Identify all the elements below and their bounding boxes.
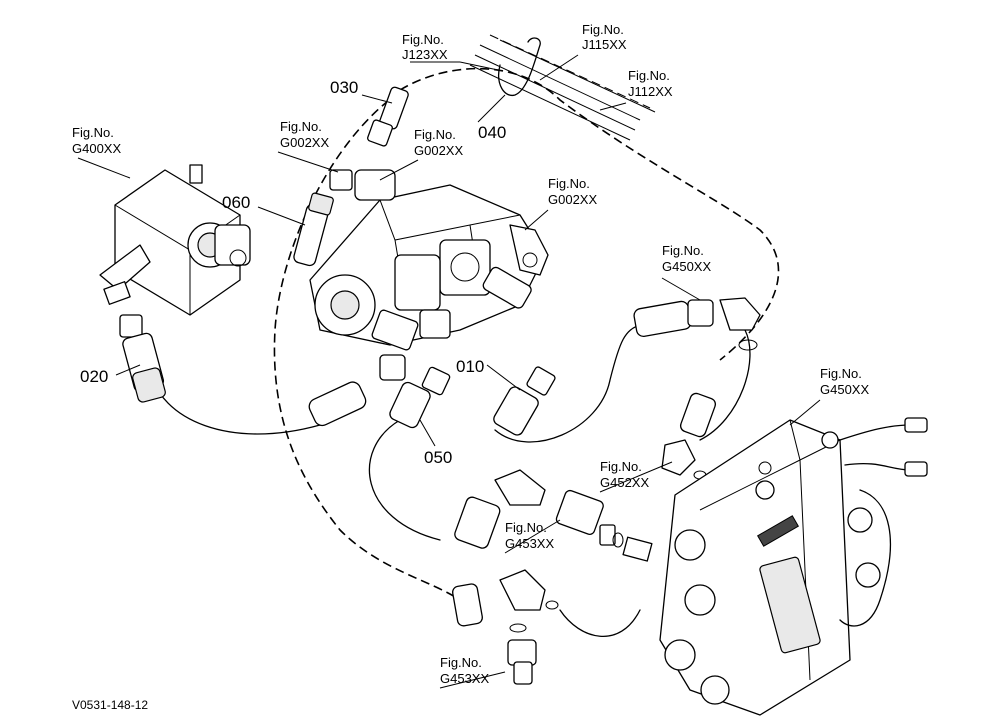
svg-text:Fig.No.: Fig.No. (628, 68, 670, 83)
hose-bundle (469, 34, 656, 141)
part-number-060: 060 (222, 193, 250, 212)
control-valve: 241720 (659, 417, 928, 716)
hose-fittings-middle (308, 366, 556, 436)
svg-text:G400XX: G400XX (72, 141, 121, 156)
ref-g002xx-left: Fig.No. G002XX (280, 119, 329, 150)
svg-text:J123XX: J123XX (402, 47, 448, 62)
hose-040-loop (399, 67, 780, 361)
svg-text:J112XX: J112XX (628, 84, 673, 99)
ref-g400xx: Fig.No. G400XX (72, 125, 121, 156)
part-number-010: 010 (456, 357, 484, 376)
ref-g452xx: Fig.No. G452XX (600, 459, 649, 490)
svg-text:G453XX: G453XX (505, 536, 554, 551)
svg-text:J115XX: J115XX (582, 37, 627, 52)
fittings-lower (452, 469, 653, 685)
solenoid-valve-block (99, 164, 251, 403)
part-number-020: 020 (80, 367, 108, 386)
ref-j115xx: Fig.No. J115XX (582, 22, 627, 52)
svg-text:Fig.No.: Fig.No. (280, 119, 322, 134)
ref-g002xx-right: Fig.No. G002XX (548, 176, 597, 207)
hose-050 (368, 419, 441, 541)
ref-j123xx: Fig.No. J123XX (402, 32, 448, 62)
svg-text:G450XX: G450XX (820, 382, 869, 397)
hose-main-dashed (273, 91, 461, 601)
ref-g450xx-upper: Fig.No. G450XX (662, 243, 711, 274)
svg-text:Fig.No.: Fig.No. (505, 520, 547, 535)
svg-text:Fig.No.: Fig.No. (548, 176, 590, 191)
svg-text:Fig.No.: Fig.No. (402, 32, 444, 47)
part-number-040: 040 (478, 123, 506, 142)
hydraulic-pump (309, 169, 549, 381)
figure-references: Fig.No. J123XX Fig.No. J115XX Fig.No. J1… (72, 22, 869, 686)
svg-text:Fig.No.: Fig.No. (582, 22, 624, 37)
hose-020 (149, 369, 321, 435)
svg-text:G452XX: G452XX (600, 475, 649, 490)
hose-clamp-040 (498, 37, 541, 97)
drawing-code: V0531-148-12 (72, 698, 148, 712)
svg-text:Fig.No.: Fig.No. (820, 366, 862, 381)
svg-text:G453XX: G453XX (440, 671, 489, 686)
svg-text:G450XX: G450XX (662, 259, 711, 274)
part-030-adapter (367, 86, 409, 147)
hose-010 (494, 324, 641, 443)
part-060-fitting (293, 192, 334, 267)
part-number-030: 030 (330, 78, 358, 97)
ref-j112xx: Fig.No. J112XX (628, 68, 673, 99)
svg-text:Fig.No.: Fig.No. (72, 125, 114, 140)
part-number-050: 050 (424, 448, 452, 467)
ref-g453xx-middle: Fig.No. G453XX (505, 520, 554, 551)
svg-text:G002XX: G002XX (548, 192, 597, 207)
svg-text:Fig.No.: Fig.No. (440, 655, 482, 670)
svg-text:G002XX: G002XX (414, 143, 463, 158)
ref-g450xx-right: Fig.No. G450XX (820, 366, 869, 397)
svg-text:Fig.No.: Fig.No. (600, 459, 642, 474)
ref-g453xx-bottom: Fig.No. G453XX (440, 655, 489, 686)
svg-text:G002XX: G002XX (280, 135, 329, 150)
part-numbers: 030 040 060 020 010 050 (80, 78, 506, 467)
svg-text:Fig.No.: Fig.No. (414, 127, 456, 142)
ref-g002xx-center: Fig.No. G002XX (414, 127, 463, 158)
hose-lower-return (559, 609, 641, 637)
svg-text:Fig.No.: Fig.No. (662, 243, 704, 258)
fittings-right (633, 297, 761, 480)
hose-right-loop (699, 329, 751, 441)
leader-lines (77, 54, 821, 689)
